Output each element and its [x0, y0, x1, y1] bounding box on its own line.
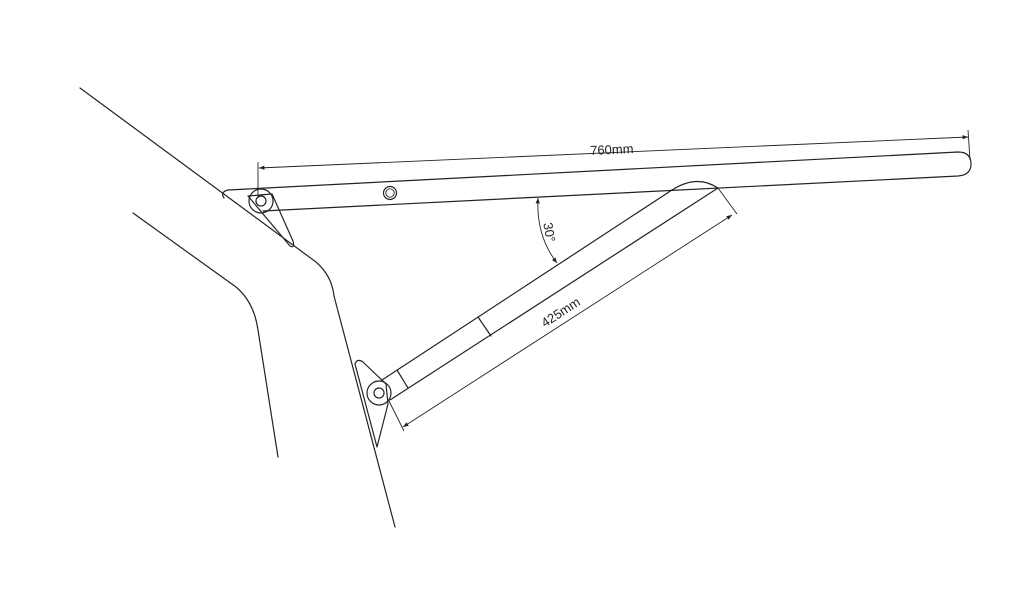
upper-pivot-icon [248, 188, 274, 214]
dimension-extension-line [388, 400, 405, 432]
wall-outer-edge [79, 87, 396, 528]
strut-joint-line [396, 369, 409, 389]
arm-rivet-icon [382, 185, 398, 201]
lower-pivot-icon [366, 380, 392, 406]
dimension-extension-line [967, 129, 971, 161]
wall-inner-edge [132, 212, 279, 458]
horizontal-arm [227, 151, 972, 212]
arm-length-label: 760mm [590, 141, 634, 158]
arm-left-end [222, 189, 229, 199]
dimension-extension-line [717, 187, 738, 215]
arm-length-dimension-line [258, 135, 969, 170]
angle-arc [535, 197, 558, 264]
strut-joint-line [477, 316, 492, 337]
diagonal-strut [381, 180, 719, 401]
lower-mount-bracket [354, 359, 389, 448]
strut-length-dimension-line [402, 214, 733, 428]
strut-angle-label: 30° [540, 221, 558, 243]
upper-mount-bracket [247, 193, 295, 248]
